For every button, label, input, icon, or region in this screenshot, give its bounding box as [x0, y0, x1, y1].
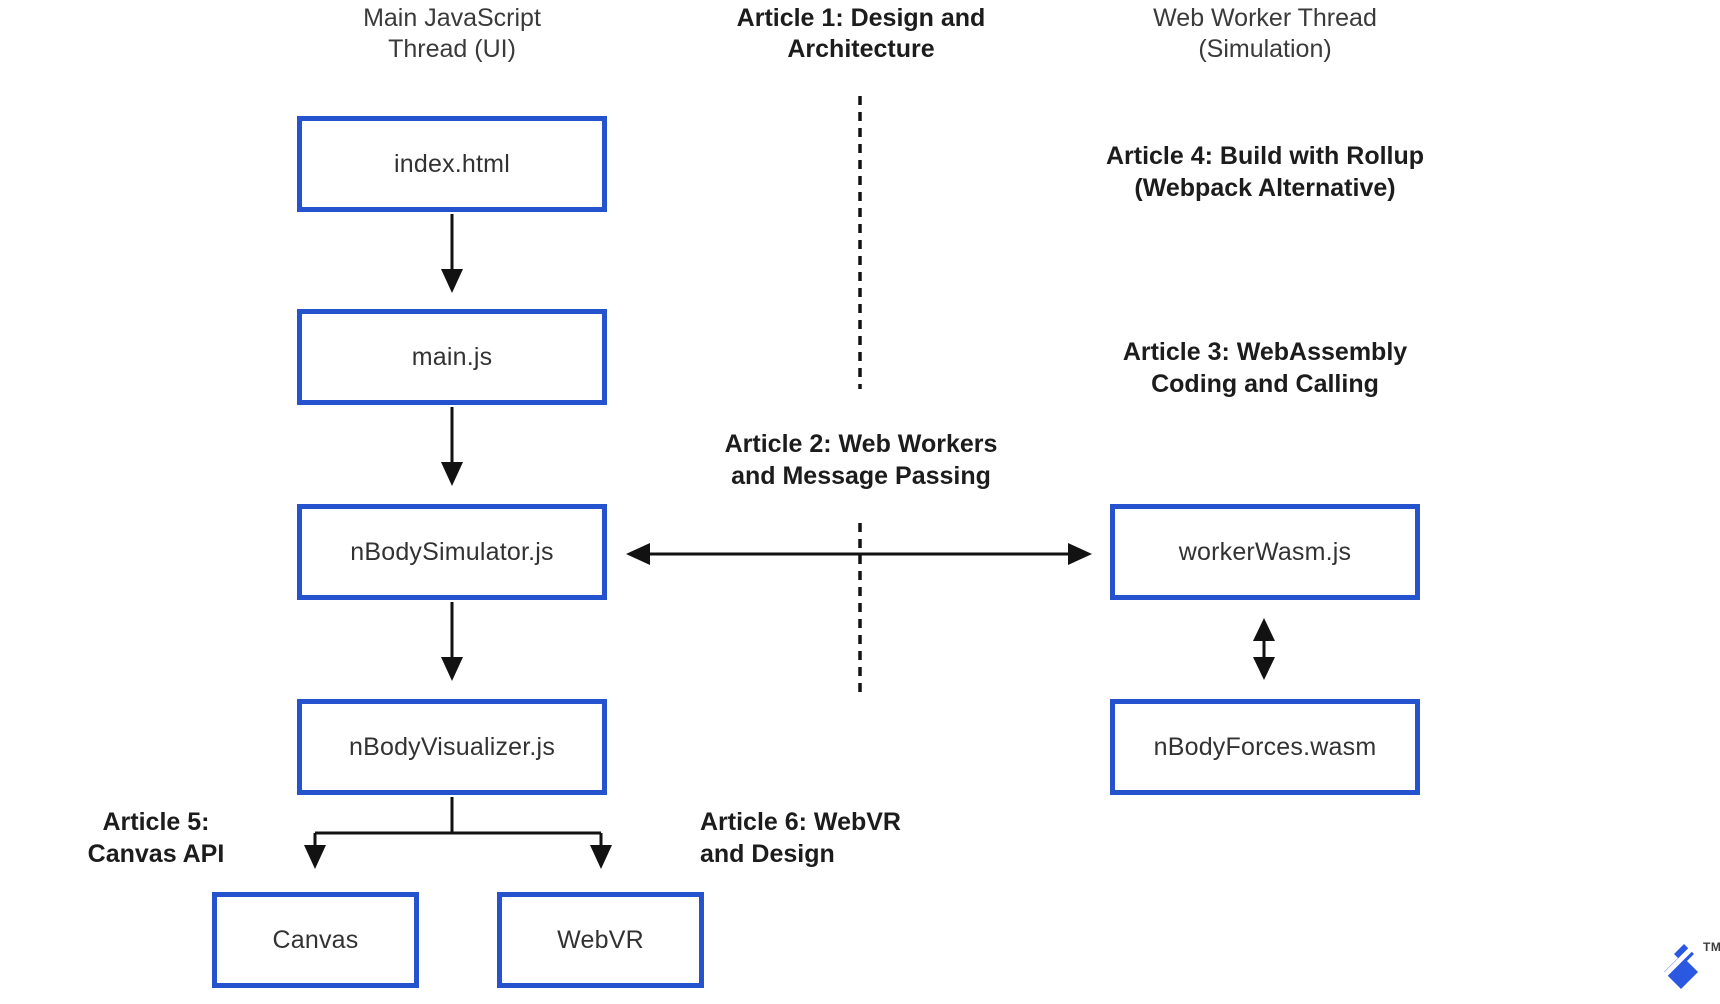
- node-label: index.html: [394, 149, 510, 178]
- label-line: Canvas API: [87, 840, 225, 868]
- header-line: Web Worker Thread: [1153, 4, 1377, 32]
- label-line: Article 2: Web Workers: [724, 430, 998, 458]
- arrow-main-to-simulator: [441, 407, 463, 486]
- node-nbody-forces: nBodyForces.wasm: [1110, 699, 1420, 795]
- node-label: nBodyVisualizer.js: [348, 732, 556, 761]
- node-nbody-simulator: nBodySimulator.js: [297, 504, 607, 600]
- header-line: Thread (UI): [388, 35, 516, 63]
- node-index-html: index.html: [297, 116, 607, 212]
- header-line: Architecture: [787, 35, 935, 63]
- label-article-4: Article 4: Build with Rollup (Webpack Al…: [1015, 140, 1515, 204]
- node-main-js: main.js: [297, 309, 607, 405]
- toptal-logo-icon: [1661, 944, 1698, 989]
- label-line: Article 4: Build with Rollup: [1105, 142, 1425, 170]
- label-line: (Webpack Alternative): [1134, 174, 1396, 202]
- label-line: Article 5:: [102, 808, 210, 836]
- label-line: Article 6: WebVR: [700, 808, 901, 836]
- node-label: main.js: [411, 342, 493, 371]
- arrow-workerwasm-forces-bidirectional: [1253, 618, 1275, 680]
- node-label: workerWasm.js: [1178, 537, 1352, 566]
- label-line: and Design: [700, 840, 835, 868]
- arrow-index-to-main: [441, 214, 463, 293]
- node-label: Canvas: [272, 925, 359, 954]
- node-label: WebVR: [557, 925, 644, 954]
- node-nbody-visualizer: nBodyVisualizer.js: [297, 699, 607, 795]
- header-line: Main JavaScript: [363, 4, 541, 32]
- branch-visualizer-to-canvas-webvr: [304, 797, 612, 869]
- node-label: nBodySimulator.js: [350, 537, 554, 566]
- header-main-js-thread: Main JavaScript Thread (UI): [252, 3, 652, 65]
- node-canvas: Canvas: [212, 892, 419, 988]
- node-label: nBodyForces.wasm: [1153, 732, 1377, 761]
- node-webvr: WebVR: [497, 892, 704, 988]
- trademark-symbol: TM: [1703, 940, 1720, 954]
- label-article-3: Article 3: WebAssembly Coding and Callin…: [1015, 336, 1515, 400]
- label-line: Article 3: WebAssembly: [1122, 338, 1408, 366]
- header-web-worker-thread: Web Worker Thread (Simulation): [1065, 3, 1465, 65]
- label-line: Coding and Calling: [1151, 370, 1379, 398]
- label-article-6: Article 6: WebVR and Design: [700, 806, 1020, 870]
- node-worker-wasm: workerWasm.js: [1110, 504, 1420, 600]
- label-article-5: Article 5: Canvas API: [6, 806, 306, 870]
- label-article-2: Article 2: Web Workers and Message Passi…: [611, 428, 1111, 492]
- arrow-simulator-workerwasm-bidirectional: [626, 543, 1092, 565]
- header-line: (Simulation): [1198, 35, 1332, 63]
- header-line: Article 1: Design and: [736, 4, 986, 32]
- arrow-simulator-to-visualizer: [441, 602, 463, 681]
- label-line: and Message Passing: [731, 462, 991, 490]
- header-article-1: Article 1: Design and Architecture: [661, 3, 1061, 65]
